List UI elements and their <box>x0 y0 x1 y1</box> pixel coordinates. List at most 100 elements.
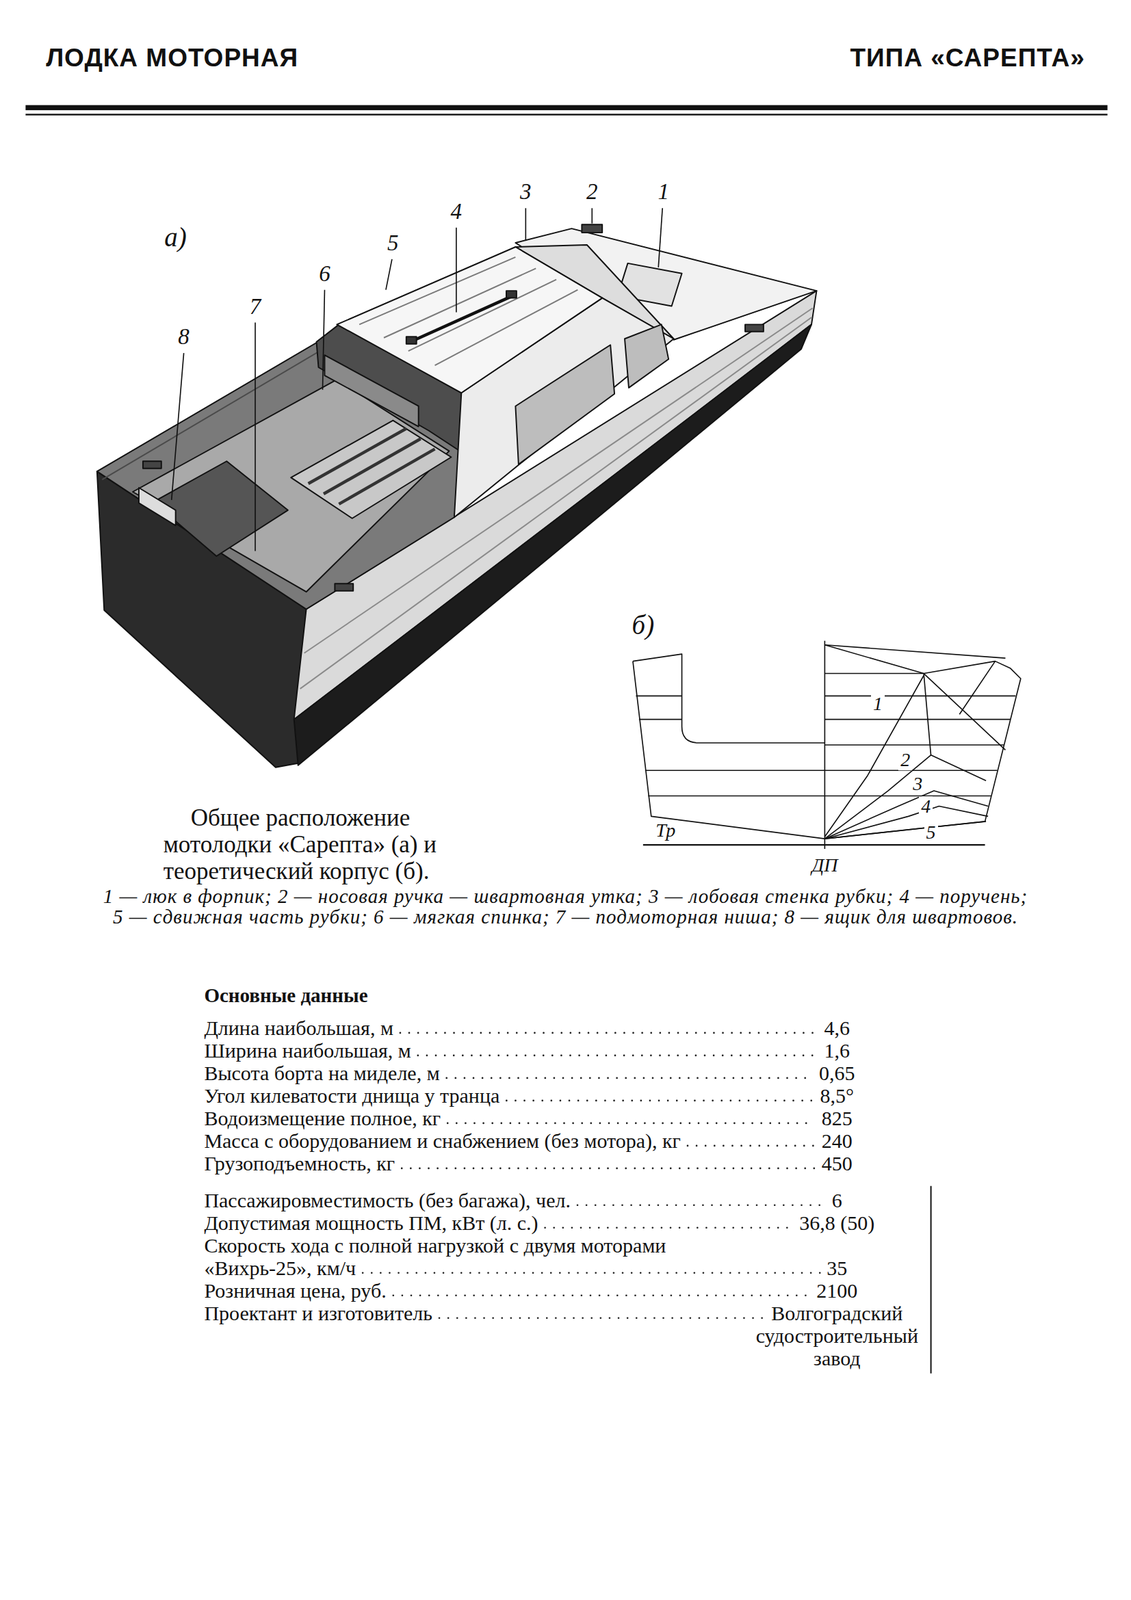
spec-value: 4,6 <box>745 1016 930 1040</box>
station-number: 1 <box>871 694 885 715</box>
boat-drawing <box>406 336 417 344</box>
dot-leader <box>418 1055 818 1058</box>
boat-drawing <box>324 355 419 427</box>
boat-drawing <box>338 448 435 505</box>
spec-label: Ширина наибольшая, м <box>203 1039 737 1062</box>
boat-drawing <box>359 257 516 325</box>
figure-caption: Общее расположение мотолодки «Сарепта» (… <box>163 804 492 885</box>
spec-label: Высота борта на миделе, м <box>203 1061 737 1085</box>
hull-lines-drawing <box>635 695 682 698</box>
page-title: ЛОДКА МОТОРНАЯ <box>45 43 299 73</box>
boat-drawing <box>97 224 817 768</box>
axis-label: Тр <box>653 821 678 841</box>
leader-line <box>658 208 663 268</box>
spec-label: Длина наибольшая, м <box>203 1016 737 1040</box>
boat-drawing <box>624 324 669 388</box>
hull-lines-drawing <box>824 695 1016 698</box>
boat-drawing <box>383 268 536 338</box>
callout-number: 7 <box>249 293 262 319</box>
table-heading: Основные данные <box>203 983 368 1007</box>
header-rule <box>25 113 1108 115</box>
leader-line <box>171 353 185 501</box>
callout-number: 8 <box>177 324 190 350</box>
hull-lines-drawing <box>824 806 988 839</box>
spec-label: Розничная цена, руб. <box>203 1279 737 1303</box>
dot-leader <box>446 1077 813 1080</box>
dot-leader <box>577 1204 826 1207</box>
hull-lines-drawing <box>824 645 1006 659</box>
callout-number: 1 <box>657 179 670 205</box>
leader-line <box>385 259 393 291</box>
hull-lines-drawing <box>824 645 1021 839</box>
hull-lines-drawing <box>824 719 1010 721</box>
boat-drawing <box>334 583 354 591</box>
station-number: 2 <box>898 750 913 771</box>
boat-drawing <box>138 487 176 526</box>
station-number: 3 <box>910 773 925 794</box>
dot-leader <box>362 1271 820 1274</box>
spec-value: 450 <box>745 1152 930 1175</box>
spec-label: Пассажировместимость (без багажа), чел. <box>203 1189 737 1212</box>
spec-value: 35 <box>745 1256 930 1280</box>
spec-label: Допустимая мощность ПМ, кВт (л. с.) <box>203 1211 737 1235</box>
spec-value: 240 <box>745 1129 930 1153</box>
hull-lines-drawing <box>824 795 991 798</box>
leader-line <box>591 208 593 224</box>
dot-leader <box>506 1100 813 1103</box>
spec-value: 36,8 (50) <box>745 1211 930 1235</box>
leader-line <box>455 227 458 313</box>
dot-leader <box>401 1167 815 1170</box>
hull-lines-drawing <box>632 654 683 727</box>
hull-lines-drawing <box>632 641 1021 850</box>
boat-drawing <box>101 346 327 480</box>
figure-letter: а) <box>164 221 187 253</box>
spec-label: Масса с оборудованием и снабжением (без … <box>203 1129 737 1153</box>
hull-lines-drawing <box>639 719 683 721</box>
dot-leader <box>447 1122 815 1125</box>
hull-lines-drawing <box>682 726 826 744</box>
spec-value: 8,5° <box>745 1084 930 1108</box>
boat-drawing <box>336 247 603 393</box>
boat-drawing <box>515 344 615 465</box>
hull-lines-drawing <box>643 844 986 846</box>
spec-value: 0,65 <box>745 1061 930 1085</box>
spec-value: 6 <box>745 1189 930 1212</box>
hull-lines-drawing <box>632 661 825 840</box>
spec-label: Водоизмещение полное, кг <box>203 1107 737 1130</box>
page-header: ТИПА «САРЕПТА» <box>849 43 1085 73</box>
header-rule <box>25 105 1108 111</box>
spec-label: Скорость хода с полной нагрузкой с двумя… <box>203 1234 737 1280</box>
hull-lines-drawing <box>923 673 931 756</box>
callout-number: 6 <box>318 260 331 286</box>
callout-number: 5 <box>387 230 399 256</box>
spec-label: Проектант и изготовитель <box>203 1302 737 1325</box>
dot-leader <box>545 1226 793 1229</box>
spec-label: Грузоподъемность, кг <box>203 1152 737 1175</box>
callout-number: 4 <box>450 198 463 224</box>
parts-key: 1 — люк в форпик; 2 — носовая ручка — шв… <box>97 886 1035 928</box>
boat-drawing <box>410 296 513 343</box>
spec-label: Угол килеватости днища у транца <box>203 1084 737 1108</box>
spec-value: 825 <box>745 1107 930 1130</box>
hull-lines-drawing <box>647 795 825 798</box>
table-rule <box>930 1186 932 1374</box>
hull-lines-drawing <box>959 661 995 715</box>
leader-line <box>525 208 527 241</box>
station-number: 5 <box>924 823 939 843</box>
hull-lines-drawing <box>824 790 988 839</box>
hull-lines-drawing <box>824 676 924 838</box>
boat-drawing <box>745 324 764 332</box>
boat-drawing <box>290 420 451 519</box>
callout-number: 3 <box>520 179 532 205</box>
dot-leader <box>393 1294 811 1297</box>
hull-lines-drawing <box>824 673 924 675</box>
station-number: 4 <box>918 796 933 817</box>
callout-number: 2 <box>586 179 598 205</box>
dot-leader <box>439 1317 765 1320</box>
leader-line <box>254 322 256 551</box>
hull-lines-drawing <box>645 769 826 772</box>
hull-lines-drawing <box>824 744 1005 746</box>
dot-leader <box>687 1145 815 1148</box>
hull-lines-drawing <box>824 821 986 839</box>
boat-drawing <box>581 224 603 233</box>
